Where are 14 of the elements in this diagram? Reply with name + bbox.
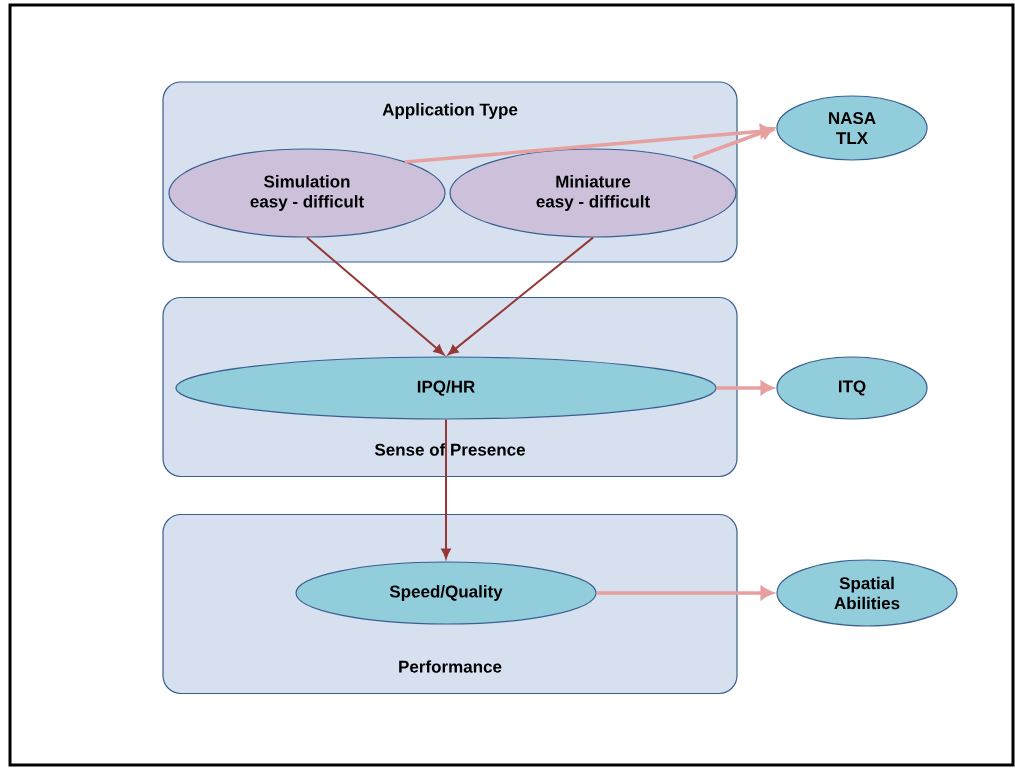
arrow	[404, 124, 773, 164]
arrow	[441, 418, 451, 559]
ellipse-node: NASA TLX	[776, 95, 928, 161]
arrow	[692, 125, 775, 160]
arrow	[596, 586, 774, 600]
ellipse-node: IPQ/HR	[175, 356, 717, 420]
ellipse-node: Spatial Abilities	[776, 559, 958, 627]
arrow	[716, 381, 774, 395]
ellipse-node: Speed/Quality	[295, 561, 597, 625]
arrow	[306, 236, 445, 355]
ellipse-node: Miniature easy - difficult	[449, 148, 737, 238]
ellipse-node: ITQ	[776, 356, 928, 420]
ellipse-node: Simulation easy - difficult	[168, 148, 446, 238]
arrow	[447, 236, 594, 356]
